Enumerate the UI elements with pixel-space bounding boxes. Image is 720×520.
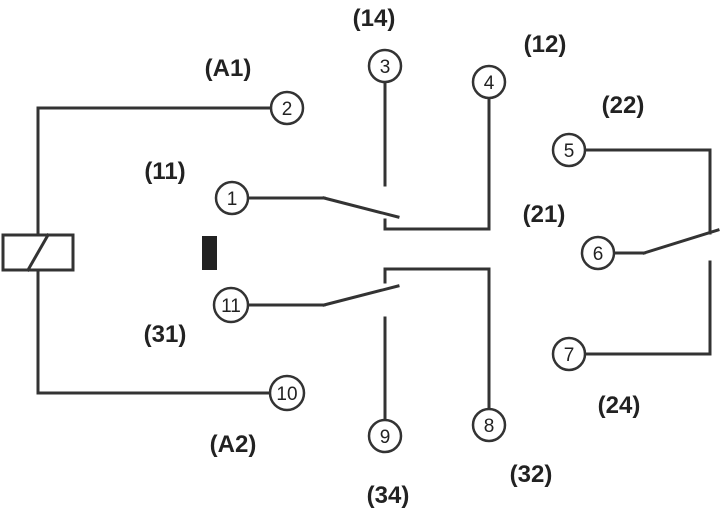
- terminal-11-label: 11: [221, 296, 241, 317]
- terminal-5: 5: [551, 132, 587, 168]
- terminal-4: 4: [471, 64, 507, 100]
- lower-nc-wire: [383, 267, 491, 412]
- code-31: (31): [144, 321, 187, 348]
- terminal-3: 3: [367, 48, 403, 84]
- coil-symbol: [1, 233, 75, 272]
- lower-switch-blade: [322, 284, 400, 307]
- code-14: (14): [353, 5, 396, 32]
- terminal-9-label: 9: [380, 427, 391, 448]
- terminal-8: 8: [471, 407, 507, 443]
- code-21: (21): [523, 201, 566, 228]
- terminal-2-label: 2: [282, 99, 293, 120]
- terminal-6-label: 6: [593, 244, 604, 265]
- upper-switch-blade: [322, 196, 400, 219]
- right-switch-blade: [642, 228, 720, 255]
- coil-diagonal: [25, 232, 51, 273]
- terminal-1-label: 1: [227, 189, 238, 210]
- terminal-10: 10: [268, 374, 306, 412]
- code-a2: (A2): [210, 431, 257, 458]
- terminal-10-label: 10: [276, 384, 297, 405]
- code-24: (24): [598, 392, 641, 419]
- coil-wire-a2: [36, 268, 272, 395]
- terminal-1: 1: [214, 180, 250, 216]
- terminal-9: 9: [367, 418, 403, 454]
- terminal-5-label: 5: [564, 141, 575, 162]
- terminal-7: 7: [551, 336, 587, 372]
- terminal-2: 2: [269, 90, 305, 126]
- code-32: (32): [510, 461, 553, 488]
- right-nc-wire: [583, 148, 712, 235]
- terminal-11: 11: [212, 286, 250, 324]
- terminal-3-label: 3: [380, 57, 391, 78]
- terminal-6: 6: [580, 235, 616, 271]
- code-34: (34): [367, 482, 410, 509]
- terminal-8-label: 8: [484, 416, 495, 437]
- coil-wire-a1: [36, 106, 273, 237]
- code-12: (12): [524, 31, 567, 58]
- terminal-4-label: 4: [484, 73, 495, 94]
- terminal-7-label: 7: [564, 345, 575, 366]
- code-22: (22): [602, 92, 645, 119]
- upper-nc-wire: [383, 96, 491, 231]
- actuator-marker: [202, 236, 217, 270]
- code-a1: (A1): [205, 55, 252, 82]
- code-11: (11): [144, 158, 185, 185]
- right-no-wire: [583, 260, 712, 356]
